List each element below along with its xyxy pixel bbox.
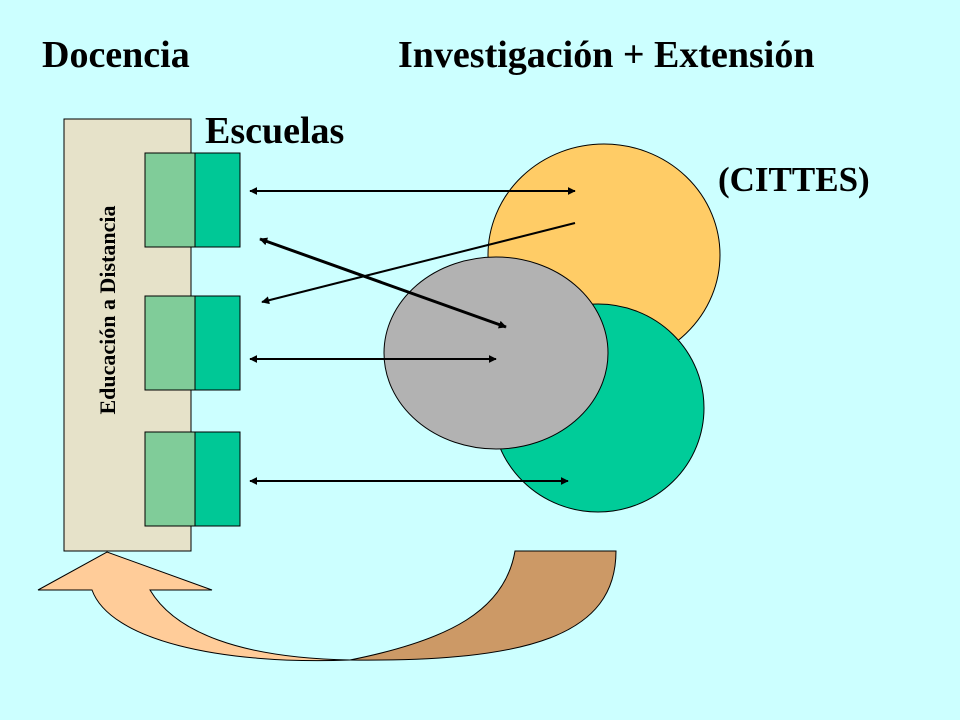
investigacion-extension-title: Investigación + Extensión bbox=[398, 34, 815, 76]
escuela-block-2 bbox=[144, 295, 241, 391]
escuelas-label: Escuelas bbox=[205, 110, 345, 152]
curved-arrow-right-band bbox=[349, 550, 617, 661]
escuela-block-1 bbox=[144, 152, 241, 248]
educacion-distancia-label: Educación a Distancia bbox=[95, 205, 120, 414]
curved-arrow-left-head bbox=[37, 551, 351, 662]
gray-circle bbox=[383, 256, 609, 450]
docencia-title: Docencia bbox=[42, 34, 190, 76]
arrow-block1-to-gray bbox=[259, 237, 507, 329]
cittes-label: (CITTES) bbox=[718, 160, 870, 199]
escuela-block-3 bbox=[144, 431, 241, 527]
